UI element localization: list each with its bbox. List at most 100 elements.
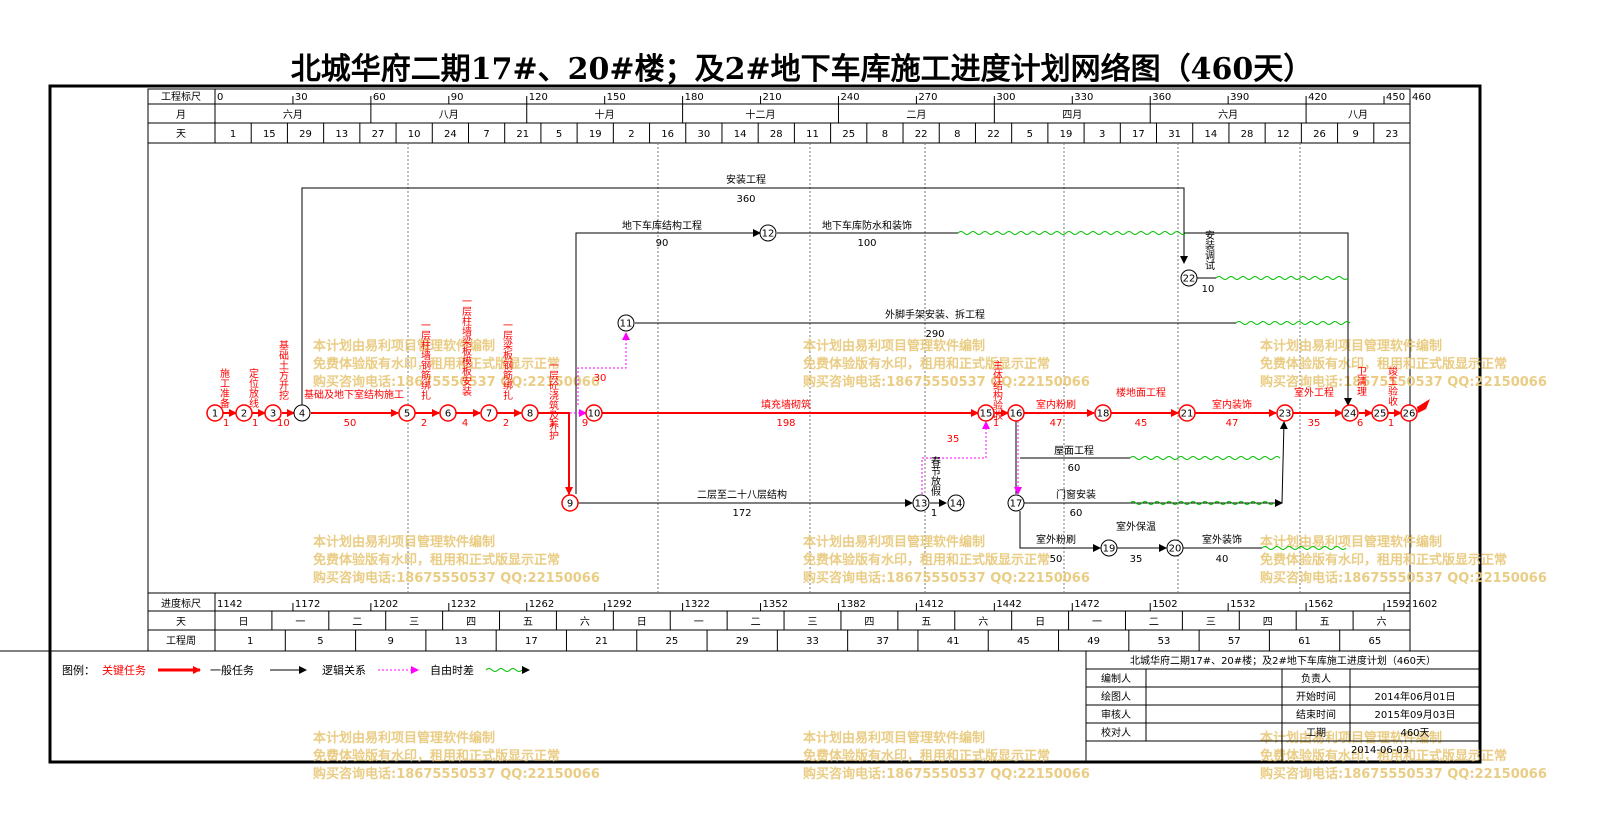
- critical-path: [223, 409, 1402, 495]
- edge-up-23: [1279, 421, 1288, 504]
- info-manager: 负责人: [1301, 672, 1331, 685]
- node-label: 11: [620, 319, 633, 330]
- edge-to-24: [1184, 232, 1352, 406]
- svg-text:本计划由易利项目管理软件编制: 本计划由易利项目管理软件编制: [313, 730, 495, 746]
- float-20: [1261, 546, 1347, 550]
- scale-tick-label: 360: [1152, 92, 1171, 103]
- weekday-label: 三: [1206, 617, 1216, 628]
- task-name: 基础及地下室结构施工: [304, 388, 404, 401]
- node-6: 6: [439, 404, 457, 422]
- task-labels: 施工准备 1 定位放线 1 基础土方开挖 10 基础及地下室结构施工 50 一层…: [218, 173, 1398, 565]
- weekday-label: 四: [864, 617, 874, 628]
- info-drawer: 绘图人: [1101, 690, 1131, 703]
- info-start-value: 2014年06月01日: [1375, 690, 1456, 703]
- info-reviewer: 审核人: [1101, 708, 1131, 721]
- month-label: 十月: [595, 108, 615, 121]
- node-13: 13: [912, 494, 930, 512]
- scale-tick-label: 150: [607, 92, 626, 103]
- task-name: 填充墙砌筑: [761, 398, 811, 411]
- day-label: 24: [444, 129, 457, 140]
- svg-text:购买咨询电话:18675550537 QQ:22150066: 购买咨询电话:18675550537 QQ:22150066: [803, 570, 1090, 586]
- task-duration: 1: [549, 418, 555, 429]
- task-name: 室外保温: [1116, 520, 1156, 533]
- task-duration: 1: [993, 418, 999, 429]
- watermark: 本计划由易利项目管理软件编制免费体验版有水印，租用和正式版显示正常购买咨询电话:…: [803, 338, 1090, 390]
- node-5: 5: [398, 404, 416, 422]
- node-label: 5: [404, 409, 410, 420]
- progress-tick-label: 1592: [1386, 599, 1411, 610]
- node-label: 17: [1010, 499, 1023, 510]
- float-roof: [1129, 456, 1281, 460]
- node-20: 20: [1166, 539, 1184, 557]
- task-duration: 6: [1357, 418, 1363, 429]
- node-label: 4: [299, 409, 305, 420]
- outer-frame: [48, 84, 1482, 764]
- svg-text:本计划由易利项目管理软件编制: 本计划由易利项目管理软件编制: [1260, 730, 1442, 746]
- task-name: 门窗安装: [1056, 488, 1096, 501]
- node-label: 21: [1181, 409, 1194, 420]
- week-label: 13: [455, 636, 468, 647]
- legend-float-label: 自由时差: [430, 663, 474, 677]
- svg-text:免费体验版有水印，租用和正式版显示正常: 免费体验版有水印，租用和正式版显示正常: [803, 748, 1050, 764]
- progress-tick-label: 1412: [918, 599, 943, 610]
- node-25: 25: [1371, 404, 1389, 422]
- progress-row-label: 进度标尺: [161, 597, 201, 610]
- task-duration: 198: [776, 418, 795, 429]
- week-label: 41: [947, 636, 960, 647]
- task-name: 定位放线: [247, 367, 259, 408]
- node-2: 2: [235, 404, 253, 422]
- scale-tick-label: 330: [1074, 92, 1093, 103]
- month-label: 四月: [1062, 109, 1082, 121]
- month-label: 八月: [439, 109, 459, 121]
- node-4: 4: [293, 404, 311, 422]
- task-duration: 10: [277, 418, 290, 429]
- progress-tick-label: 1262: [529, 599, 554, 610]
- node-19: 19: [1100, 539, 1118, 557]
- node-label: 22: [1183, 274, 1196, 285]
- week-label: 1: [247, 636, 253, 647]
- scale-tick-label: 30: [295, 92, 308, 103]
- day-label: 31: [1168, 129, 1181, 140]
- node-24: 24: [1341, 404, 1359, 422]
- legend-float-arrow-icon: [522, 666, 530, 674]
- svg-text:本计划由易利项目管理软件编制: 本计划由易利项目管理软件编制: [1260, 338, 1442, 354]
- weekday-label: 三: [409, 617, 419, 628]
- week-label: 53: [1158, 636, 1171, 647]
- day-label: 8: [954, 129, 960, 140]
- task-duration: 1: [1388, 418, 1394, 429]
- progress-tick-label: 1322: [685, 599, 710, 610]
- day-label: 14: [734, 129, 747, 140]
- svg-text:购买咨询电话:18675550537 QQ:22150066: 购买咨询电话:18675550537 QQ:22150066: [803, 374, 1090, 390]
- day-row-label: 天: [176, 129, 186, 140]
- node-label: 14: [950, 499, 963, 510]
- svg-text:本计划由易利项目管理软件编制: 本计划由易利项目管理软件编制: [313, 534, 495, 550]
- page-title: 北城华府二期17#、20#楼；及2#地下车库施工进度计划网络图（460天）: [290, 52, 1314, 87]
- day-label: 3: [1099, 129, 1105, 140]
- weekday-label: 四: [466, 617, 476, 628]
- scale-tick-label: 390: [1230, 92, 1249, 103]
- node-label: 13: [915, 499, 928, 510]
- weekday-label: 二: [352, 617, 362, 628]
- day-label: 23: [1386, 129, 1399, 140]
- node-21: 21: [1178, 404, 1196, 422]
- day-label: 19: [1060, 129, 1073, 140]
- legend-label: 图例：: [62, 663, 95, 677]
- task-duration: 35: [1308, 418, 1321, 429]
- weekday-label: 二: [1149, 617, 1159, 628]
- task-duration: 172: [732, 508, 751, 519]
- week-label: 45: [1017, 636, 1030, 647]
- day-label: 16: [661, 129, 674, 140]
- svg-text:购买咨询电话:18675550537 QQ:22150066: 购买咨询电话:18675550537 QQ:22150066: [313, 374, 600, 390]
- progress-tick-label: 1532: [1230, 599, 1255, 610]
- progress-tick-label: 1382: [840, 599, 865, 610]
- svg-text:购买咨询电话:18675550537 QQ:22150066: 购买咨询电话:18675550537 QQ:22150066: [1260, 374, 1547, 390]
- info-end-value: 2015年09月03日: [1375, 708, 1456, 721]
- info-start-label: 开始时间: [1296, 690, 1336, 703]
- task-name: 施工准备: [218, 367, 230, 409]
- watermark: 本计划由易利项目管理软件编制免费体验版有水印，租用和正式版显示正常购买咨询电话:…: [313, 338, 600, 390]
- node-label: 26: [1403, 409, 1416, 420]
